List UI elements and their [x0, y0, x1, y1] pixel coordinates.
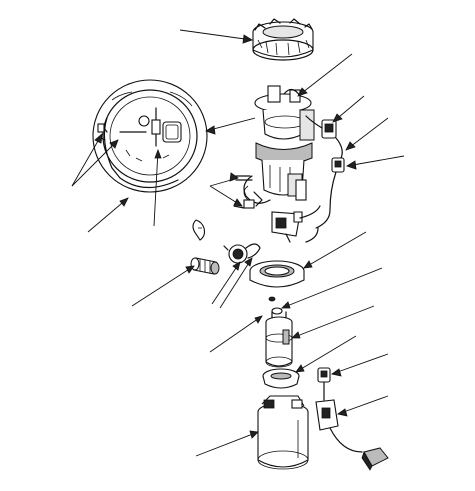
clips	[192, 175, 255, 241]
leader-inset-tab-a	[71, 133, 103, 187]
filter-cartridge	[257, 395, 309, 470]
top-view-inset	[92, 79, 208, 193]
leader-clamp-a	[211, 261, 241, 305]
leader-strainer	[295, 335, 357, 373]
o-rings	[268, 296, 283, 315]
pump-housing-top	[243, 85, 315, 207]
leader-motor-top	[209, 315, 263, 353]
leader-oring	[281, 267, 383, 309]
leader-sender	[337, 395, 389, 415]
leader-fitting	[131, 265, 195, 307]
base-gasket	[249, 260, 305, 288]
wire-connector-upper	[305, 115, 345, 229]
hose-clamp	[223, 243, 261, 264]
fuel-gauge-sender	[315, 399, 389, 471]
leader-housing-top	[297, 53, 353, 97]
leader-cartridge	[195, 431, 259, 457]
lower-housing-bracket	[271, 205, 321, 243]
locking-ring	[252, 18, 314, 61]
leader-gasket	[303, 231, 367, 269]
fuel-pump-motor	[265, 311, 293, 368]
leader-inset-edge	[87, 197, 129, 233]
wire-connector-right	[317, 367, 331, 401]
leader-connector-low	[346, 155, 405, 167]
pump-strainer-base	[262, 368, 300, 389]
leader-locking-ring	[179, 29, 253, 41]
leader-clamp-b	[219, 257, 253, 309]
leader-inset-center	[153, 149, 159, 227]
harness-line	[305, 227, 319, 243]
leader-motor	[291, 305, 375, 339]
leader-connector-right	[331, 353, 389, 375]
fuel-filter-fitting	[190, 257, 220, 275]
leader-inset-tab-b	[71, 139, 119, 187]
